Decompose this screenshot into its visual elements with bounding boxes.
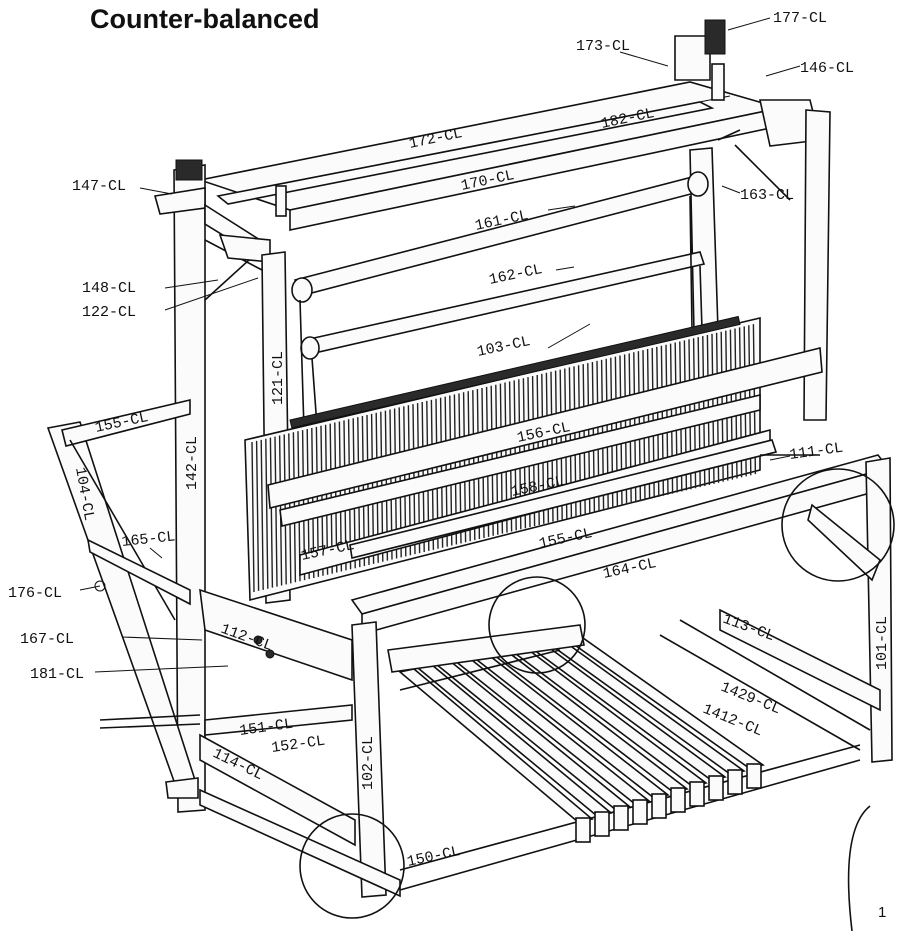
treadle-end [594,811,610,837]
treadle-end [670,787,686,813]
label-147: 147-CL [72,178,126,195]
treadle-end [575,817,591,843]
back-frame [46,398,201,799]
label-150: 150-CL [406,843,462,871]
label-103: 103-CL [476,333,532,361]
label-148: 148-CL [82,280,136,297]
label-163: 163-CL [740,187,794,204]
label-101: 101-CL [874,616,891,670]
heddle-line [251,441,255,593]
castle-top [196,19,781,231]
treadle-end [746,763,762,789]
side-frame [659,454,881,751]
lamms [387,624,585,691]
label-177: 177-CL [773,10,827,27]
diagram-title: Counter-balanced [90,4,320,34]
label-165: 165-CL [121,528,176,551]
label-122: 122-CL [82,304,136,321]
label-155a: 155-CL [94,409,150,437]
label-162: 162-CL [488,261,544,289]
leader-lines [79,17,801,673]
treadle-end [727,769,743,795]
beater [267,346,823,577]
label-121: 121-CL [270,351,287,405]
treadles [398,632,765,843]
heddle-line [260,439,264,590]
label-142: 142-CL [184,436,201,490]
heddle-line [269,437,274,588]
treadle-end [651,793,667,819]
treadle-end [708,775,724,801]
label-152: 152-CL [270,733,326,757]
label-146: 146-CL [800,60,854,77]
label-102: 102-CL [360,736,377,790]
treadle-end [613,805,629,831]
label-173: 173-CL [576,38,630,55]
heddle-rollers [291,171,709,441]
heddle-line [255,440,260,591]
heddle-line [265,438,269,589]
front-frame [199,454,893,898]
label-181: 181-CL [30,666,84,683]
label-167: 167-CL [20,631,74,648]
treadle-end [632,799,648,825]
page-number: 1 [878,904,887,921]
treadle-end [689,781,705,807]
label-176: 176-CL [8,585,62,602]
detail-circles [299,468,895,932]
label-111: 111-CL [788,440,844,464]
heddle-line [274,436,278,587]
castle-left [153,159,271,813]
